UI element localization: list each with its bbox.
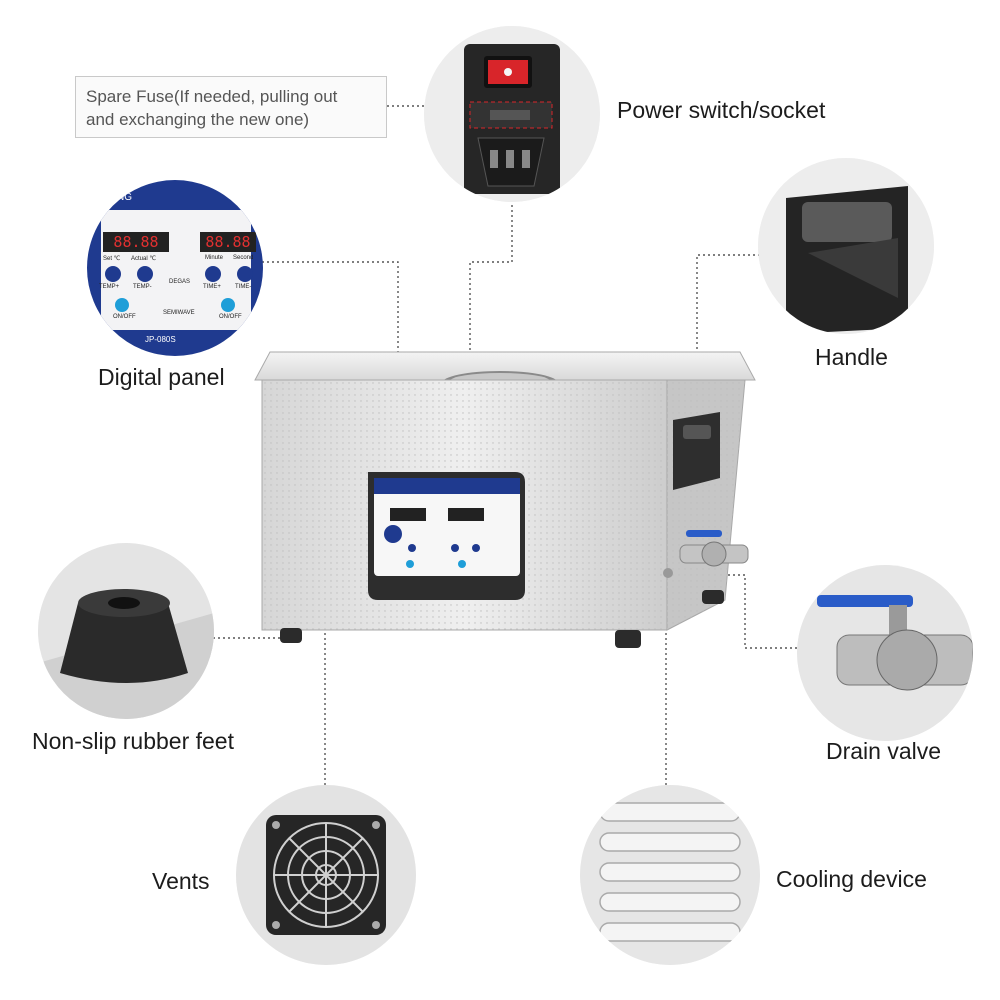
set-label: Set ℃ <box>103 256 121 262</box>
display-left: 88.88 <box>103 232 169 252</box>
time-down-button[interactable] <box>237 266 253 282</box>
spare-fuse-text-2: and exchanging the new one) <box>86 110 310 129</box>
on-off-right-label: ON/OFF <box>219 314 242 320</box>
vents-circle <box>236 785 416 965</box>
handle-label: Handle <box>815 344 888 370</box>
display-right: 88.88 <box>200 232 256 252</box>
minute-label: Minute <box>205 255 224 261</box>
digital-panel-label: Digital panel <box>98 364 225 390</box>
valve-handle-icon <box>817 595 913 607</box>
semiwave-label: SEMIWAVE <box>163 310 195 316</box>
rubber-feet-circle <box>38 543 214 719</box>
time-down-label: TIME- <box>235 284 252 290</box>
power-socket-circle <box>424 26 600 202</box>
temp-up-label: TEMP+ <box>99 284 120 290</box>
power-switch-label: Power switch/socket <box>617 97 826 123</box>
handle-circle <box>758 158 934 334</box>
model-label: JP-080S <box>145 335 176 344</box>
time-up-label: TIME+ <box>203 284 221 290</box>
on-off-left-button[interactable] <box>115 298 129 312</box>
digital-panel-circle: NING 88.88 88.88 Set ℃ Actual ℃ Minute S… <box>87 180 263 356</box>
time-up-button[interactable] <box>205 266 221 282</box>
panel-brand: NING <box>107 192 132 203</box>
drain-valve-label: Drain valve <box>826 738 942 764</box>
fan-grille-icon <box>273 822 379 928</box>
second-label: Second <box>233 255 254 261</box>
drain-valve-circle <box>797 565 973 741</box>
spare-fuse-text-1: Spare Fuse(If needed, pulling out <box>86 87 338 106</box>
temp-down-button[interactable] <box>137 266 153 282</box>
degas-label: DEGAS <box>169 279 191 285</box>
actual-label: Actual ℃ <box>131 256 157 262</box>
rubber-feet-label: Non-slip rubber feet <box>32 728 234 754</box>
cooling-circle <box>580 785 760 965</box>
temp-down-label: TEMP- <box>133 284 152 290</box>
on-off-left-label: ON/OFF <box>113 314 136 320</box>
temp-up-button[interactable] <box>105 266 121 282</box>
cooling-label: Cooling device <box>776 866 927 892</box>
spare-fuse-callout: Spare Fuse(If needed, pulling out and ex… <box>75 76 387 138</box>
vents-label: Vents <box>152 868 210 894</box>
on-off-right-button[interactable] <box>221 298 235 312</box>
ultrasonic-cleaner <box>250 350 760 655</box>
